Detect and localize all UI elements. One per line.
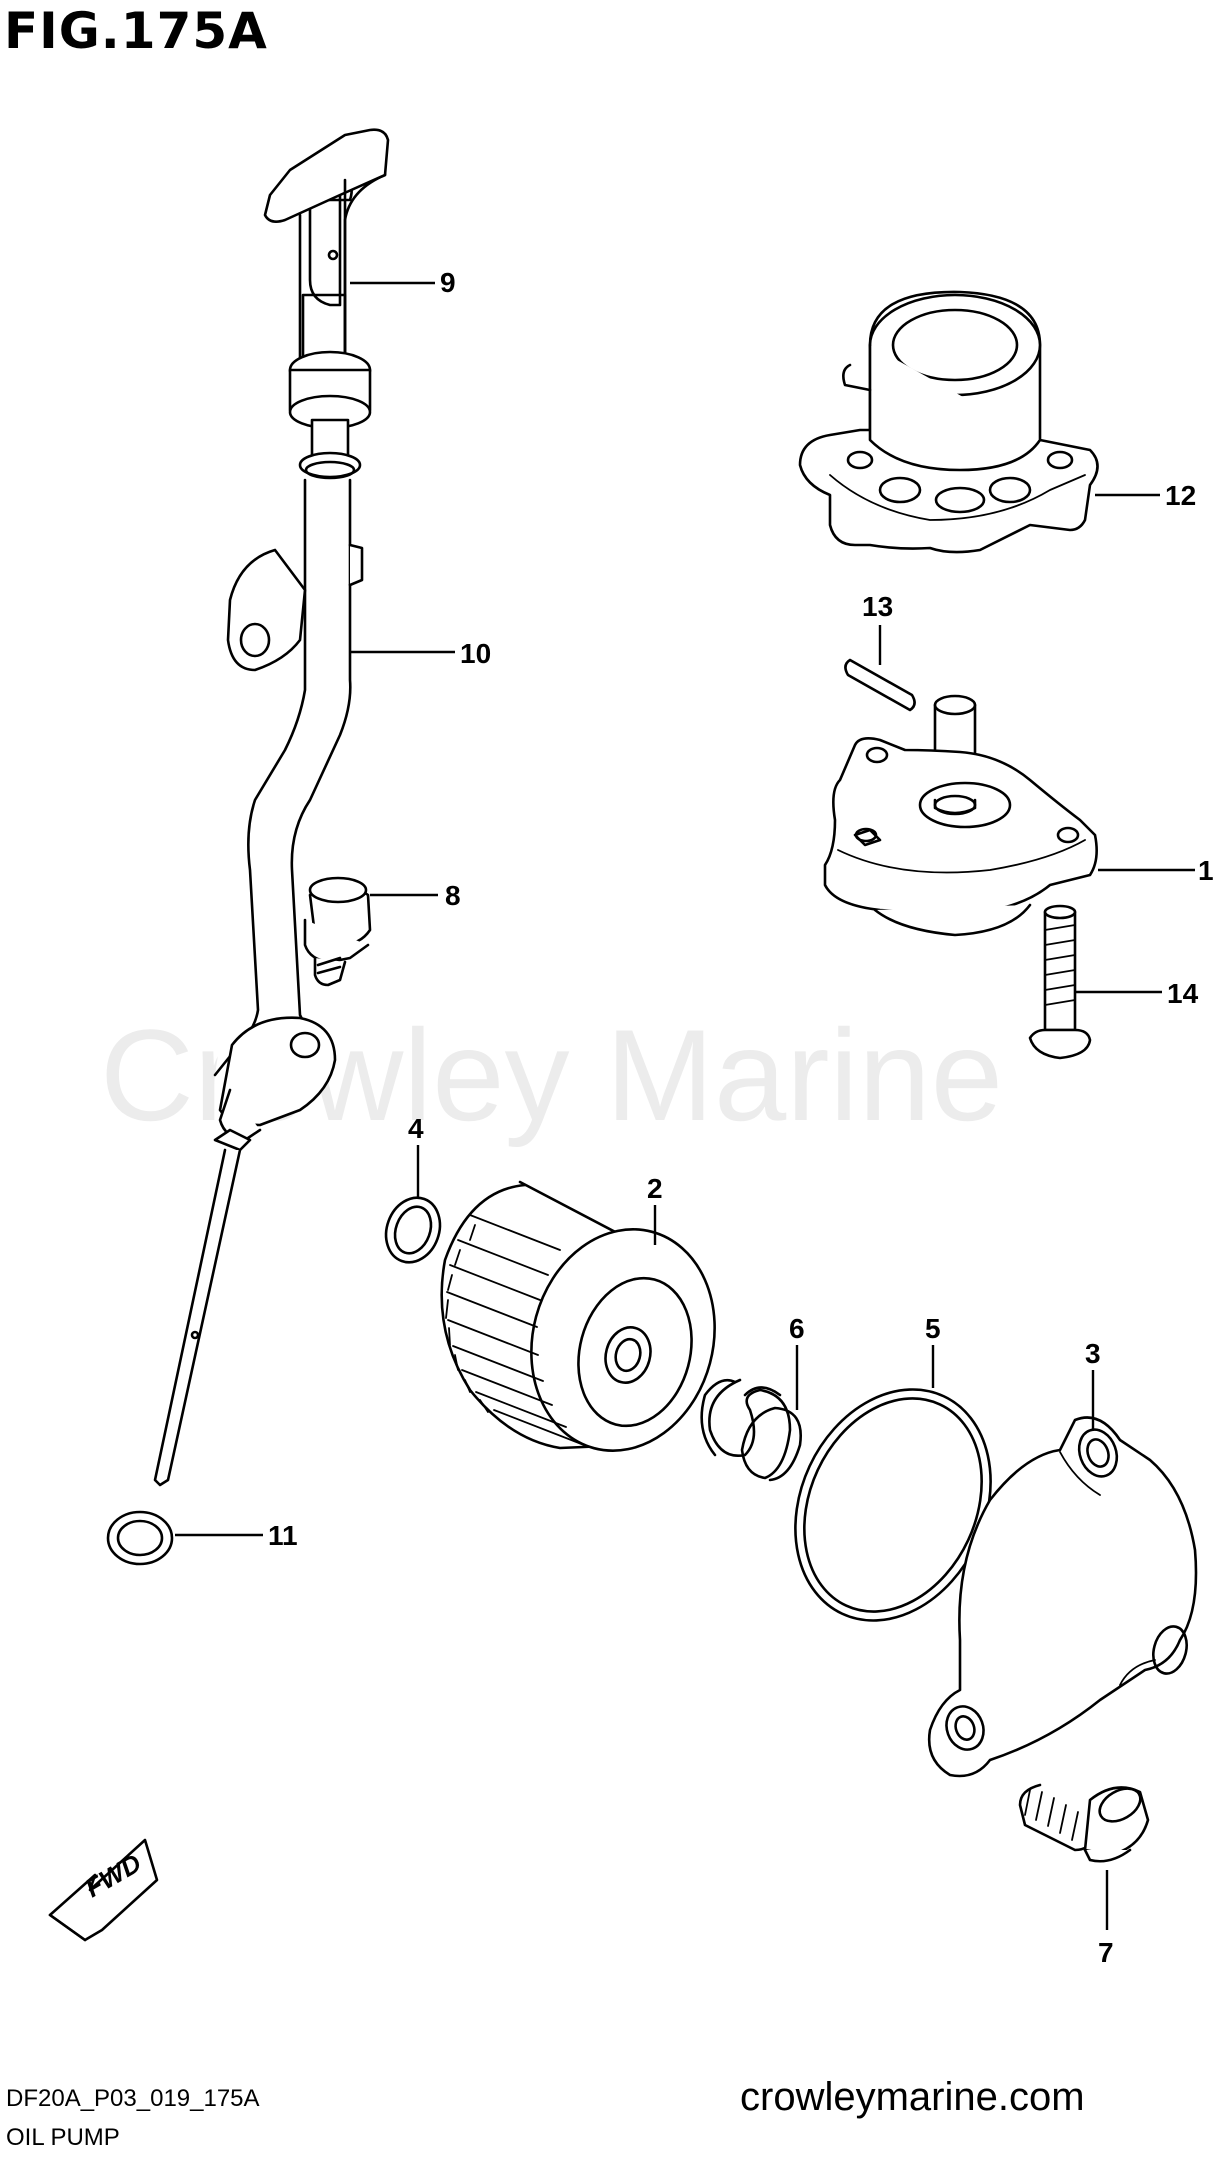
figure-code: DF20A_P03_019_175A [6, 2085, 260, 2112]
part-3-filter-cover[interactable] [927, 1416, 1198, 1778]
callout-11: 11 [268, 1520, 298, 1551]
part-4-o-ring[interactable] [377, 1190, 448, 1270]
callout-14: 14 [1167, 978, 1199, 1009]
part-7-bolt[interactable] [1018, 1782, 1150, 1863]
part-11-o-ring[interactable] [106, 1510, 174, 1566]
callout-3: 3 [1085, 1338, 1101, 1369]
website-link[interactable]: crowleymarine.com [740, 2075, 1085, 2119]
callout-10: 10 [460, 638, 491, 669]
part-9-dipstick[interactable] [263, 128, 390, 480]
callout-2: 2 [647, 1173, 663, 1204]
leader-lines [175, 281, 1195, 1930]
callout-1: 1 [1198, 855, 1214, 886]
part-10-dipstick-guide[interactable] [153, 478, 364, 1487]
part-14-screw[interactable] [1028, 904, 1092, 1060]
figure-title: FIG.175A [4, 2, 268, 60]
callout-6: 6 [789, 1313, 805, 1344]
callout-5: 5 [925, 1313, 941, 1344]
part-6-spring[interactable] [700, 1378, 803, 1482]
callout-9: 9 [440, 267, 456, 298]
fwd-arrow [48, 1838, 159, 1942]
callout-8: 8 [445, 880, 461, 911]
part-13-pin[interactable] [844, 658, 916, 712]
figure-subtitle: OIL PUMP [6, 2124, 120, 2151]
callout-12: 12 [1165, 480, 1196, 511]
part-1-oil-pump[interactable] [823, 694, 1098, 937]
part-12-pump-housing[interactable] [798, 290, 1099, 554]
callout-7: 7 [1098, 1937, 1114, 1968]
callout-13: 13 [862, 591, 893, 622]
part-2-oil-filter[interactable] [440, 1180, 739, 1471]
callout-4: 4 [408, 1113, 424, 1144]
part-8-bolt[interactable] [303, 876, 372, 987]
